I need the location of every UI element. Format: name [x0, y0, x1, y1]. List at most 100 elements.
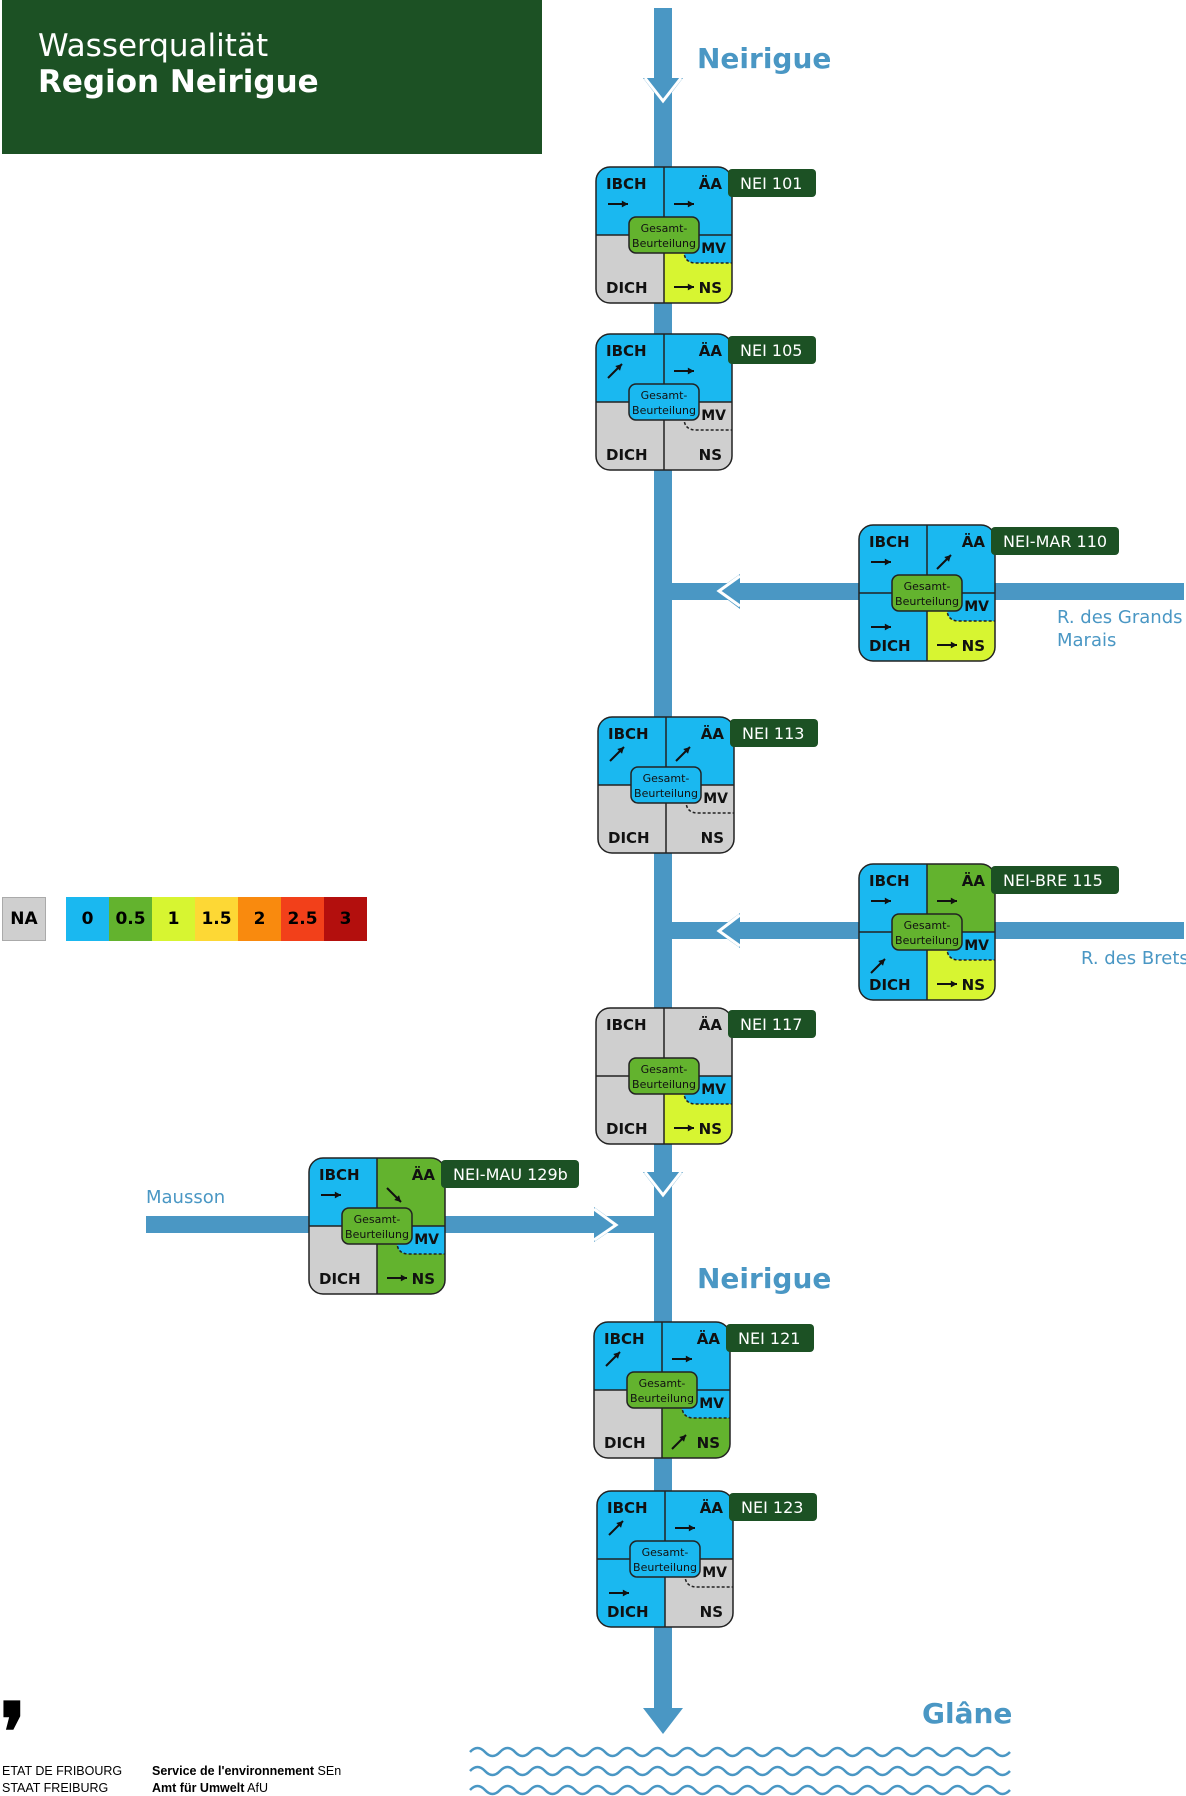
river-label-glane: Glâne	[922, 1697, 1013, 1730]
station-border	[597, 716, 735, 854]
label-dich: DICH	[869, 976, 911, 994]
footer-staat: STAAT FREIBURG	[2, 1781, 109, 1795]
label-dich: DICH	[604, 1434, 646, 1452]
label-ns: NS	[699, 279, 722, 297]
arrow-trib-bre	[716, 913, 740, 948]
gesamt-badge	[891, 574, 963, 612]
label-aa: ÄA	[697, 1329, 721, 1348]
station-id-tag	[991, 527, 1119, 555]
station-id-label: NEI 121	[738, 1329, 800, 1348]
arrowhead-icon	[400, 1274, 407, 1282]
glane-wave	[469, 1765, 1011, 1777]
station-id-tag	[730, 719, 818, 747]
station-id-label: NEI 123	[741, 1498, 803, 1517]
footer-service-abbr: SEn	[317, 1764, 342, 1778]
chevron-main-mid	[643, 1171, 683, 1198]
label-dich: DICH	[606, 446, 648, 464]
label-mv: MV	[699, 1396, 724, 1412]
arrowhead-icon	[621, 200, 628, 208]
arrowhead-icon	[687, 200, 694, 208]
label-mv: MV	[701, 241, 726, 257]
gesamt-label-2: Beurteilung	[895, 934, 959, 947]
label-aa: ÄA	[962, 532, 986, 551]
gesamt-label-1: Gesamt-	[354, 1213, 401, 1226]
arrowhead-icon	[679, 1435, 686, 1442]
arrowhead-icon	[878, 959, 885, 966]
arrowhead-icon	[884, 897, 891, 905]
arrowhead-icon	[394, 1195, 401, 1202]
station-border	[858, 863, 996, 1001]
trib-label-mausson: Mausson	[146, 1187, 226, 1208]
legend-cell: 3	[324, 897, 367, 941]
legend-cell: 1	[152, 897, 195, 941]
gesamt-label-2: Beurteilung	[633, 1561, 697, 1574]
river-label-neirigue-mid: Neirigue	[697, 1262, 832, 1295]
station-id-label: NEI-BRE 115	[1003, 871, 1103, 890]
label-ibch: IBCH	[608, 725, 649, 743]
label-mv: MV	[703, 791, 728, 807]
gesamt-badge	[629, 1540, 701, 1578]
legend-na: NA	[2, 897, 46, 941]
chevron-trib-mau	[593, 1207, 619, 1242]
label-mv: MV	[701, 408, 726, 424]
gesamt-label-2: Beurteilung	[630, 1392, 694, 1405]
header-title: Wasserqualität	[38, 28, 269, 64]
station-id-tag	[726, 1324, 814, 1352]
legend-cell: 0	[66, 897, 109, 941]
label-ns: NS	[701, 829, 724, 847]
arrowhead-icon	[687, 283, 694, 291]
gesamt-badge	[630, 766, 702, 804]
gesamt-label-1: Gesamt-	[643, 772, 690, 785]
label-mv: MV	[702, 1565, 727, 1581]
legend-cell: 1.5	[195, 897, 238, 941]
label-dich: DICH	[869, 637, 911, 655]
arrowhead-icon	[688, 1524, 695, 1532]
station-id-label: NEI 105	[740, 341, 802, 360]
label-ns: NS	[700, 1603, 723, 1621]
footer-service: Service de l'environnement SEn	[152, 1764, 341, 1778]
label-ibch: IBCH	[604, 1330, 645, 1348]
label-ns: NS	[699, 1120, 722, 1138]
gesamt-label-1: Gesamt-	[641, 389, 688, 402]
station-border	[593, 1321, 731, 1459]
station-id-label: NEI 113	[742, 724, 804, 743]
arrowhead-icon	[950, 980, 957, 988]
station-id-tag	[728, 169, 816, 197]
label-aa: ÄA	[700, 1498, 724, 1517]
arrowhead-icon	[950, 641, 957, 649]
label-aa: ÄA	[412, 1165, 436, 1184]
arrowhead-icon	[884, 558, 891, 566]
arrowhead-icon	[622, 1589, 629, 1597]
label-aa: ÄA	[699, 174, 723, 193]
gesamt-badge	[891, 913, 963, 951]
footer-amt: Amt für Umwelt AfU	[152, 1781, 268, 1795]
label-ibch: IBCH	[606, 1016, 647, 1034]
canton-logo-icon: ❜	[0, 1685, 26, 1779]
glane-wave	[469, 1784, 1011, 1796]
label-ibch: IBCH	[869, 533, 910, 551]
arrowhead-icon	[613, 1352, 620, 1359]
legend-cell: 0.5	[109, 897, 152, 941]
chevron-main-top	[643, 77, 683, 104]
gesamt-label-2: Beurteilung	[632, 404, 696, 417]
arrowhead-icon	[884, 623, 891, 631]
label-aa: ÄA	[699, 341, 723, 360]
label-ns: NS	[962, 976, 985, 994]
arrow-main-top	[643, 78, 683, 104]
label-mv: MV	[964, 938, 989, 954]
gesamt-label-2: Beurteilung	[632, 1078, 696, 1091]
arrow-main-bottom	[643, 1708, 683, 1734]
arrowhead-icon	[685, 1355, 692, 1363]
chevron-trib-mar	[716, 574, 741, 608]
label-dich: DICH	[606, 1120, 648, 1138]
gesamt-label-2: Beurteilung	[345, 1228, 409, 1241]
label-dich: DICH	[608, 829, 650, 847]
